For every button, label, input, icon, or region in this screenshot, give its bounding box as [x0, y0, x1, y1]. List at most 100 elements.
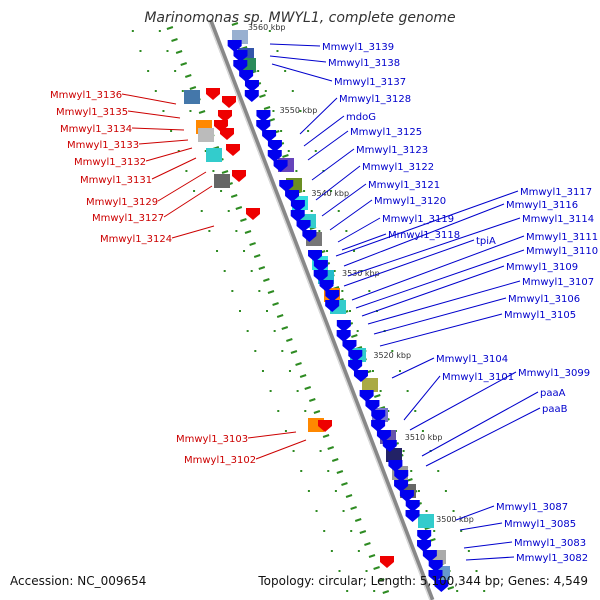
leader-line-right — [465, 556, 515, 561]
guide-dot — [350, 530, 353, 532]
gene-label-right: paaB — [542, 404, 568, 415]
reverse-gene-arrow — [206, 88, 220, 100]
gene-label-right: Mmwyl1_3099 — [518, 368, 590, 379]
leader-line-right — [343, 239, 475, 287]
guide-dot — [303, 190, 306, 192]
feature-box — [206, 148, 222, 162]
scale-tick — [272, 302, 279, 306]
leader-line-left — [121, 93, 177, 105]
gene-label-right: mdoG — [346, 112, 376, 123]
guide-dot — [295, 170, 298, 172]
scale-tick — [258, 266, 266, 270]
guide-dot — [475, 570, 478, 572]
forward-gene-arrow — [376, 430, 391, 442]
scale-tick — [235, 206, 243, 210]
scale-tick — [231, 22, 239, 26]
gene-label-right: Mmwyl1_3137 — [334, 77, 406, 88]
gene-label-right: Mmwyl1_3116 — [506, 200, 578, 211]
forward-gene-arrow — [233, 60, 248, 72]
scale-tick — [299, 374, 307, 378]
guide-dot — [353, 250, 356, 252]
guide-dot — [304, 410, 307, 412]
guide-dot — [162, 110, 165, 112]
guide-dot — [357, 550, 360, 552]
gene-label-right: Mmwyl1_3107 — [522, 277, 594, 288]
genome-summary-text: Topology: circular; Length: 5,100,344 bp… — [258, 574, 588, 588]
guide-dot — [371, 370, 374, 372]
guide-dot — [406, 390, 409, 392]
guide-dot — [452, 510, 455, 512]
leader-line-right — [343, 203, 505, 267]
scale-tick — [230, 194, 238, 198]
guide-dot — [204, 150, 207, 152]
guide-dot — [319, 450, 322, 452]
gene-label-left: Mmwyl1_3136 — [50, 90, 122, 101]
guide-dot — [410, 470, 413, 472]
dotted-guides — [131, 30, 486, 592]
scale-tick — [295, 362, 302, 366]
leader-line-right — [335, 190, 519, 257]
feature-box — [418, 514, 434, 528]
guide-dot — [326, 250, 329, 252]
feature-box — [198, 128, 214, 142]
gene-label-right: Mmwyl1_3114 — [522, 214, 594, 225]
guide-dot — [460, 530, 463, 532]
guide-dot — [327, 470, 330, 472]
leader-line-left — [157, 171, 207, 202]
forward-gene-arrow — [227, 40, 242, 52]
scale-tick — [354, 518, 362, 522]
guide-dot — [342, 510, 345, 512]
forward-gene-arrow — [308, 250, 323, 262]
map-title: Marinomonas sp. MWYL1, complete genome — [144, 10, 456, 26]
gene-label-right: paaA — [540, 388, 566, 399]
backbone-highlight — [207, 19, 431, 600]
gene-label-right: Mmwyl1_3087 — [496, 502, 568, 513]
scale-tick — [189, 86, 197, 90]
leader-line-right — [355, 249, 525, 309]
forward-gene-arrow — [417, 540, 432, 552]
leader-line-right — [299, 97, 338, 135]
gene-label-right: Mmwyl1_3109 — [506, 262, 578, 273]
guide-dot — [417, 490, 420, 492]
scale-tick — [345, 494, 353, 498]
scale-tick — [290, 350, 298, 354]
leader-line-left — [247, 431, 297, 439]
scale-tick — [166, 26, 174, 30]
leader-line-right — [347, 217, 521, 277]
leader-line-right — [315, 165, 361, 201]
guide-dot — [391, 350, 394, 352]
guide-dot — [356, 330, 359, 332]
gene-label-right: Mmwyl1_3082 — [516, 553, 588, 564]
forward-gene-arrow — [290, 200, 305, 212]
leader-line-right — [361, 265, 505, 317]
scale-tick — [240, 218, 247, 222]
feature-box — [214, 174, 230, 188]
forward-gene-arrow — [405, 500, 420, 512]
guide-dot — [299, 110, 302, 112]
gene-label-right: Mmwyl1_3117 — [520, 187, 592, 198]
guide-dot — [269, 390, 272, 392]
forward-gene-arrow — [267, 140, 282, 152]
scale-tick — [263, 278, 270, 282]
scale-tick — [359, 530, 367, 534]
forward-gene-arrow — [388, 460, 403, 472]
leader-line-right — [409, 371, 517, 431]
guide-dot — [365, 570, 368, 572]
leader-line-left — [138, 139, 189, 145]
guide-dot — [227, 210, 230, 212]
guide-dot — [280, 130, 283, 132]
scale-tick — [373, 394, 381, 398]
guide-dot — [268, 30, 271, 32]
gene-label-right: Mmwyl1_3083 — [514, 538, 586, 549]
forward-gene-arrow — [394, 480, 409, 492]
scale-tick — [263, 106, 271, 110]
leader-line-left — [171, 225, 215, 239]
forward-gene-arrow — [342, 340, 357, 352]
forward-gene-arrow — [313, 270, 328, 282]
guide-dot — [220, 190, 223, 192]
gene-label-right: Mmwyl1_3119 — [382, 214, 454, 225]
scale-tick — [447, 586, 455, 590]
forward-gene-arrow — [325, 300, 340, 312]
forward-gene-arrow — [256, 110, 271, 122]
